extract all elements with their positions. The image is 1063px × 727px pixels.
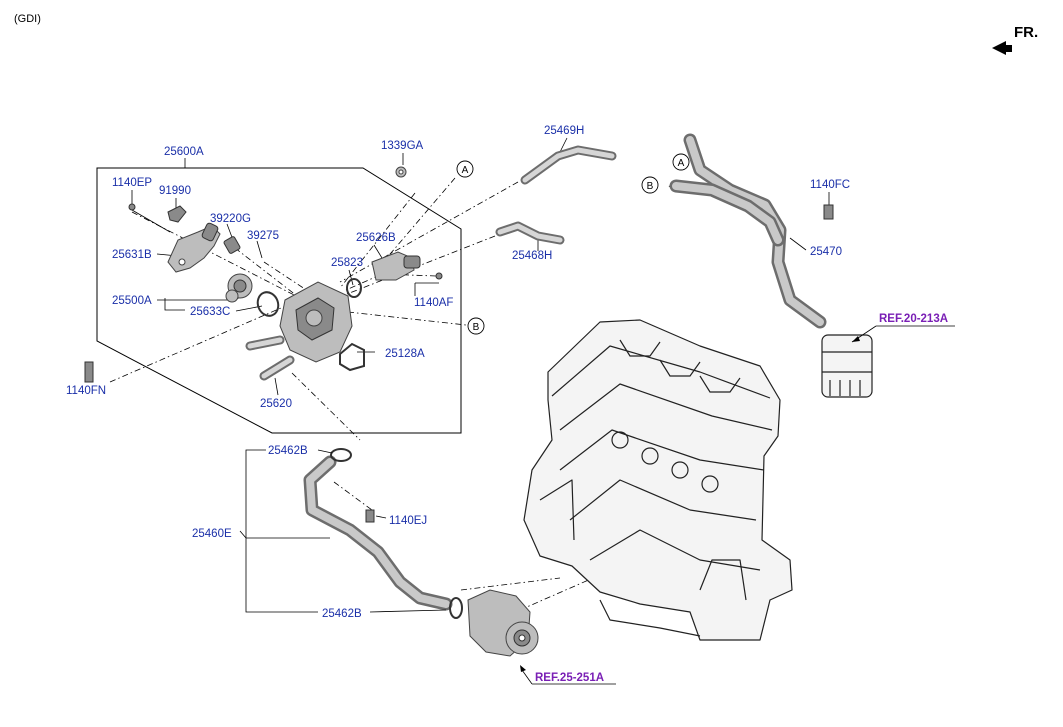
label-1140EP: 1140EP xyxy=(112,177,152,189)
assembly-frame xyxy=(96,167,462,434)
hose-25470 xyxy=(669,133,827,329)
label-25620: 25620 xyxy=(260,398,292,410)
label-25462B-top: 25462B xyxy=(268,445,308,457)
clamp-25462B-bottom xyxy=(449,597,463,619)
label-25462B-bottom: 25462B xyxy=(322,608,362,620)
connector-a-mid: A xyxy=(456,160,474,178)
label-25633C: 25633C xyxy=(190,306,230,318)
direction-label: FR. xyxy=(1014,24,1038,41)
svg-text:B: B xyxy=(473,322,480,333)
gasket-25128A xyxy=(339,342,365,372)
label-25470: 25470 xyxy=(810,246,842,258)
label-25468H: 25468H xyxy=(512,250,552,262)
label-1140AF: 1140AF xyxy=(414,297,453,309)
ref-link-water-pump[interactable]: REF.25-251A xyxy=(535,672,604,684)
bolt-1140FN xyxy=(84,361,94,383)
bolt-1140EP xyxy=(128,203,136,211)
label-39220G: 39220G xyxy=(210,213,251,225)
label-39275: 39275 xyxy=(247,230,279,242)
variant-label: (GDI) xyxy=(14,13,41,25)
label-1140FC: 1140FC xyxy=(810,179,850,191)
bolt-1140FC xyxy=(823,204,834,220)
label-25500A: 25500A xyxy=(112,295,152,307)
hose-25460E xyxy=(303,455,453,611)
gasket-25633C xyxy=(256,291,280,317)
label-1140FN: 1140FN xyxy=(66,385,106,397)
thermostat-25500A xyxy=(225,273,253,303)
label-25626B: 25626B xyxy=(356,232,396,244)
outlet-25626B xyxy=(371,251,421,281)
label-1140EJ: 1140EJ xyxy=(389,515,427,527)
svg-text:B: B xyxy=(647,181,654,192)
connector-b-mid: B xyxy=(467,317,485,335)
hose-25469H xyxy=(520,145,617,185)
nut-1339GA xyxy=(395,166,407,178)
label-25460E: 25460E xyxy=(192,528,232,540)
ref-link-oil-cooler[interactable]: REF.20-213A xyxy=(879,313,948,325)
sensor-39220G xyxy=(223,236,241,254)
fitting-25631B xyxy=(167,222,221,273)
label-91990: 91990 xyxy=(159,185,191,197)
connector-a-right: A xyxy=(672,153,690,171)
hose-25468H xyxy=(495,221,565,245)
label-25631B: 25631B xyxy=(112,249,152,261)
svg-text:A: A xyxy=(462,165,469,176)
housing-main xyxy=(245,281,353,381)
svg-text:A: A xyxy=(678,158,685,169)
bolt-1140EJ xyxy=(365,509,375,523)
label-25823: 25823 xyxy=(331,257,363,269)
label-25469H: 25469H xyxy=(544,125,584,137)
bracket-91990 xyxy=(167,205,187,223)
label-25600A: 25600A xyxy=(164,146,204,158)
water-pump xyxy=(467,589,539,657)
oil-cooler xyxy=(821,334,873,398)
label-25128A: 25128A xyxy=(385,348,425,360)
bolt-1140AF xyxy=(435,272,443,280)
ring-25823 xyxy=(346,278,362,298)
clamp-25462B-top xyxy=(330,448,352,462)
engine-block xyxy=(523,319,793,641)
connector-b-right: B xyxy=(641,176,659,194)
fr-arrow-icon xyxy=(992,41,1012,55)
label-1339GA: 1339GA xyxy=(381,140,424,152)
